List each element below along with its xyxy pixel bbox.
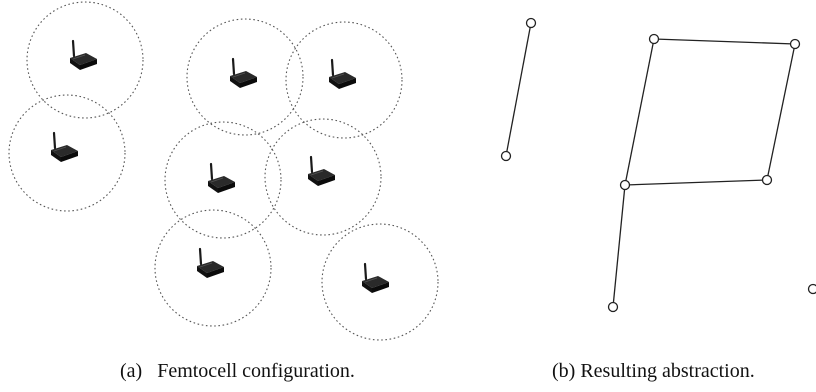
graph-edge <box>624 179 768 186</box>
graph-edge <box>624 38 655 186</box>
node-circle-icon <box>761 174 773 186</box>
coverage-circle <box>285 21 403 139</box>
caption-femtocell-configuration: (a) Femtocell configuration. <box>120 360 355 382</box>
wifi-router-icon <box>228 57 259 90</box>
coverage-circle <box>154 209 272 327</box>
node-circle-icon <box>648 33 660 45</box>
coverage-circle <box>164 121 282 239</box>
node-circle-icon <box>607 301 619 313</box>
wifi-router-icon <box>327 58 358 91</box>
node-circle-icon <box>525 17 537 29</box>
coverage-circle <box>186 18 304 136</box>
wifi-router-icon <box>360 262 391 295</box>
wifi-router-icon <box>195 247 226 280</box>
coverage-circle <box>26 1 144 119</box>
graph-edge <box>653 38 796 45</box>
graph-edge <box>505 22 532 157</box>
wifi-router-icon <box>49 131 80 164</box>
node-circle-icon <box>500 150 512 162</box>
coverage-circle <box>264 118 382 236</box>
node-circle-icon <box>789 38 801 50</box>
node-circle-icon <box>807 283 816 295</box>
wifi-router-icon <box>68 39 99 72</box>
graph-edge <box>766 43 796 181</box>
wifi-router-icon <box>206 162 237 195</box>
coverage-circle <box>321 223 439 341</box>
wifi-router-icon <box>306 155 337 188</box>
caption-resulting-abstraction: (b) Resulting abstraction. <box>552 360 755 382</box>
abstraction-panel <box>500 17 816 313</box>
coverage-circle <box>8 94 126 212</box>
graph-edge <box>612 184 626 308</box>
node-circle-icon <box>619 179 631 191</box>
femtocell-panel <box>8 1 439 341</box>
